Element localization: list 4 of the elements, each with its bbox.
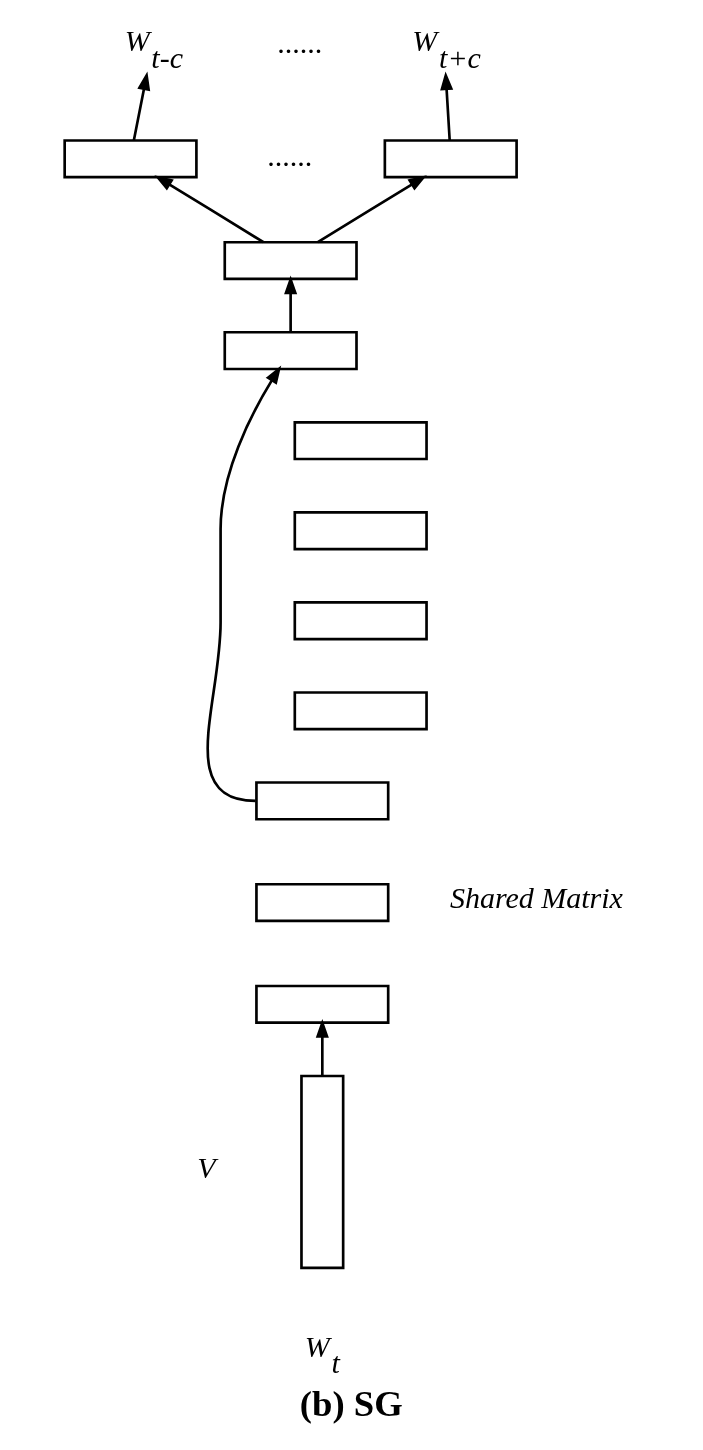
label: Shared Matrix (449, 881, 623, 915)
label: ...... (267, 139, 313, 173)
caption: (b) SG (299, 1382, 403, 1424)
label: ...... (277, 25, 323, 59)
